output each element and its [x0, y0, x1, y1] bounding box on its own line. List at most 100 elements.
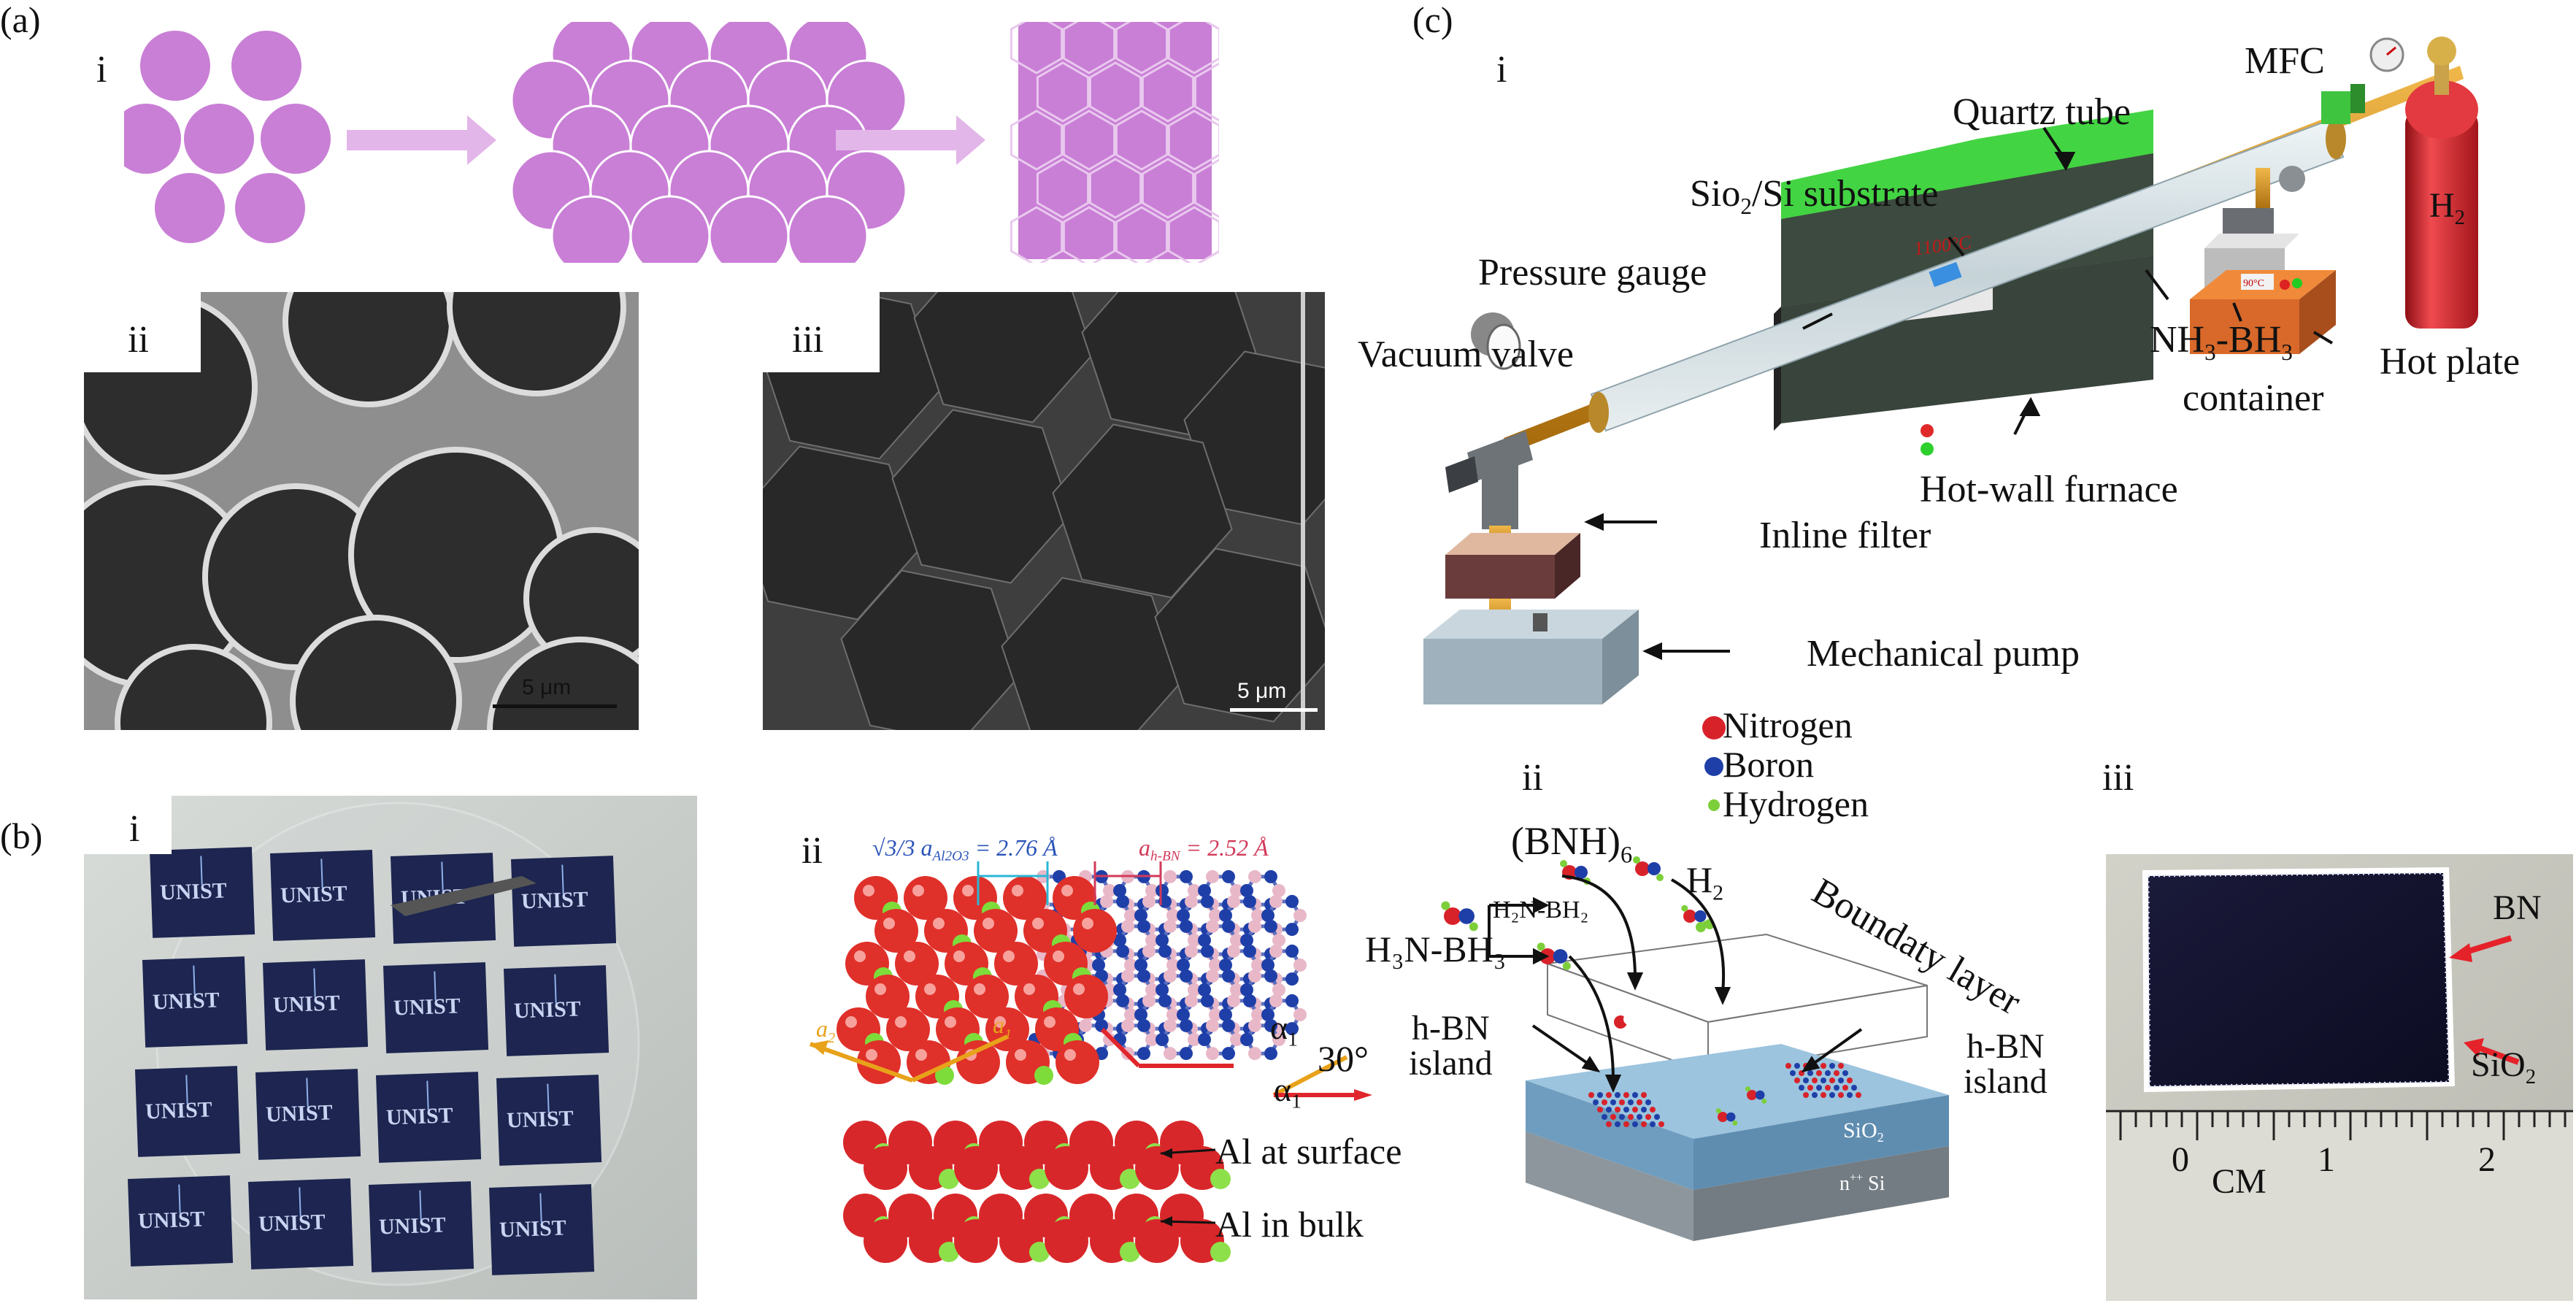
flow-arrows [1488, 875, 1863, 1093]
wafer-chip: UNIST [489, 1184, 595, 1275]
wafer-chip: UNIST [504, 965, 610, 1056]
mechanical-pump [1423, 610, 1639, 704]
precursor-molecules [1441, 856, 1767, 1126]
al-surface-label: Al at surface [1215, 1131, 1402, 1172]
wafer-chip: UNIST [263, 959, 369, 1050]
ruler-ticks [2106, 1110, 2573, 1140]
panel-b-label: (b) [0, 815, 43, 856]
inline-filter [1445, 533, 1580, 599]
cvd-apparatus: 1100°C [1423, 37, 2478, 704]
svg-text:UNIST: UNIST [393, 994, 461, 1020]
growth-arrow-1 [347, 115, 496, 165]
svg-text:UNIST: UNIST [137, 1207, 205, 1233]
al2o3-spacing-label: √3/3 aAl2O3 = 2.76 Å [872, 834, 1058, 864]
alumina-bulk-layers [843, 1121, 1231, 1263]
grain-cluster-dense [510, 22, 907, 263]
quartz-tube [1588, 118, 2346, 433]
alpha-label-bottom: α1 [1274, 1071, 1302, 1113]
precursor-label: NH3-BH3 [2150, 319, 2293, 365]
mfc-label: MFC [2245, 40, 2325, 82]
svg-text:UNIST: UNIST [280, 881, 347, 907]
sem-image-iii: iii 5 μm [763, 292, 1325, 730]
spacing-marker-pink [1093, 861, 1162, 905]
panel-c-i-label: i [1496, 49, 1507, 91]
wafer-chip: UNIST [270, 850, 376, 941]
legend-boron-dot [1704, 757, 1723, 776]
scale-text-ii: 5 μm [522, 675, 572, 699]
vacuum-valve [1445, 431, 1533, 529]
svg-text:UNIST: UNIST [385, 1103, 453, 1129]
wafer-chip: UNIST [135, 1066, 241, 1157]
wafer-chip: UNIST [142, 956, 248, 1048]
sio2-layer-label: SiO2 [1843, 1118, 1884, 1145]
svg-text:UNIST: UNIST [499, 1215, 566, 1242]
legend-boron-label: Boron [1723, 744, 1814, 785]
wafer-chip: UNIST [128, 1175, 234, 1267]
substrate-chip [1929, 261, 1962, 288]
panel-a-ii-label: ii [128, 319, 149, 361]
angle-indicator [1272, 1055, 1372, 1101]
wafer-chip: UNIST [376, 1072, 482, 1163]
svg-text:UNIST: UNIST [513, 996, 581, 1023]
panel-a-label: (a) [0, 0, 41, 40]
grain-cluster-sparse [124, 31, 331, 243]
svg-text:UNIST: UNIST [159, 878, 227, 904]
wafer-chip: UNIST [255, 1069, 361, 1160]
grain-growth-schematic [124, 22, 1219, 263]
lattice-model: a2 a1 [809, 861, 1372, 1263]
legend-nitrogen-label: Nitrogen [1723, 704, 1853, 745]
bn-film-label: BN [2493, 888, 2542, 927]
panel-a-iii-label: iii [792, 319, 824, 361]
growth-schematic: SiO2 n++ Si [1441, 856, 1949, 1241]
si-layer [1526, 1132, 1949, 1241]
scale-bar-ii [493, 704, 617, 708]
ruler-label-0: 0 [2172, 1140, 2189, 1179]
grain-cluster-merged [1010, 22, 1219, 263]
ammonia-borane-label: H₃N-BH₃ [1365, 929, 1507, 969]
ruler-label-2: 2 [2478, 1140, 2496, 1179]
bn-film-photo: BN SiO2 0 1 2 CM [2106, 854, 2573, 1301]
svg-text:UNIST: UNIST [506, 1106, 574, 1132]
al-pointer-lines [1161, 1148, 1216, 1226]
wafer-photo-drawing: UNIST UNIST UNIST UNIST UNIST UNIST UNIST UNIST… [84, 796, 697, 1299]
mechanical-pump-label: Mechanical pump [1807, 633, 2080, 675]
furnace-label: Hot-wall furnace [1920, 469, 2178, 510]
hbn-islands [1588, 1063, 1861, 1127]
svg-text:UNIST: UNIST [258, 1210, 326, 1236]
svg-text:90°C: 90°C [2243, 278, 2264, 289]
svg-text:UNIST: UNIST [152, 988, 220, 1014]
panel-c-ii-label: ii [1522, 757, 1543, 799]
panel-b-i-label: i [129, 808, 140, 850]
svg-text:UNIST: UNIST [378, 1213, 446, 1239]
hot-plate-label: Hot plate [2380, 341, 2521, 383]
panel-c-label: (c) [1412, 0, 1453, 40]
si-layer-label: n++ Si [1839, 1172, 1885, 1195]
container-label: container [2183, 377, 2324, 419]
wafer-photo: UNIST UNIST UNIST UNIST UNIST UNIST UNIST UNIST… [84, 796, 697, 1299]
legend-hydrogen-label: Hydrogen [1723, 783, 1869, 824]
wafer-chip: UNIST [248, 1178, 354, 1269]
alpha-label-top: α1 [1270, 1009, 1298, 1050]
spacing-marker-cyan [977, 861, 1049, 905]
pressure-gauge [1471, 312, 1521, 370]
svg-text:a2: a2 [816, 1015, 835, 1046]
wafer-chip: UNIST [150, 847, 255, 938]
h2-cylinder [2405, 37, 2478, 329]
substrate-label: Sio2/Si substrate [1690, 173, 1939, 219]
sem-iii-texture [763, 292, 1325, 730]
h2-cylinder-label: H2 [2429, 186, 2466, 230]
vacuum-valve-label: Vacuum valve [1358, 334, 1575, 375]
svg-text:UNIST: UNIST [265, 1100, 333, 1126]
ruler-unit-label: CM [2212, 1162, 2267, 1201]
atom-legend-markers [1702, 716, 1726, 811]
panel-a-i-label: i [96, 49, 107, 91]
svg-text:UNIST: UNIST [145, 1097, 212, 1123]
panel-c-iii-label: iii [2102, 757, 2134, 799]
borazine-label: (BNH)6 [1511, 819, 1633, 869]
hbn-vector [1100, 1027, 1234, 1068]
al-bulk-label: Al in bulk [1215, 1204, 1364, 1245]
quartz-tube-label: Quartz tube [1953, 91, 2131, 133]
growth-arrow-2 [836, 115, 985, 165]
